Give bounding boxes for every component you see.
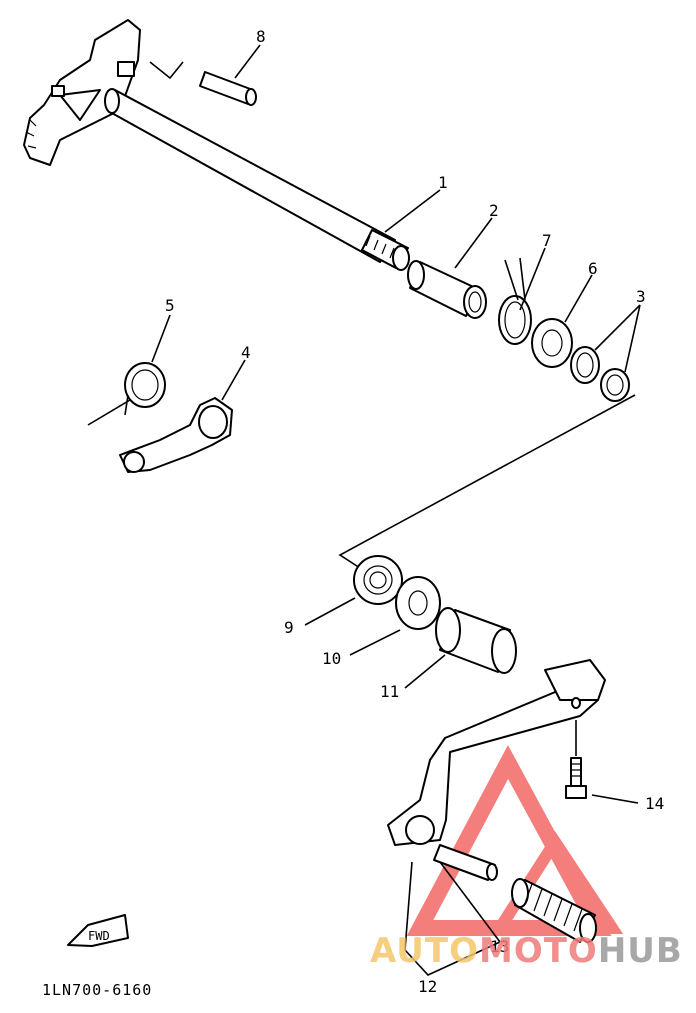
explode-line — [338, 394, 636, 569]
shift-pedal-part-12 — [387, 659, 606, 881]
spring-part-7 — [498, 257, 532, 345]
callout-12: 12 — [418, 977, 437, 996]
callout-1: 1 — [438, 173, 448, 192]
callout-8: 8 — [256, 27, 266, 46]
shift-shaft — [23, 19, 410, 271]
callout-10: 10 — [322, 649, 341, 668]
callout-labels: 1 2 3 4 5 6 7 8 9 10 11 12 13 14 — [165, 27, 664, 996]
circlip-part-3 — [570, 346, 630, 402]
watermark-text: AUTOMOTOHUB — [370, 931, 683, 971]
callout-7: 7 — [542, 231, 552, 250]
stopper-lever-part-4 — [119, 397, 233, 473]
callout-11: 11 — [380, 682, 399, 701]
pin-part-8 — [149, 61, 257, 106]
torsion-spring-part-5 — [87, 362, 166, 426]
bolt-part-14 — [565, 720, 587, 799]
callout-13: 13 — [490, 937, 509, 956]
collar-part-2 — [407, 260, 487, 319]
callout-14: 14 — [645, 794, 664, 813]
watermark-word-3: HUB — [598, 931, 683, 971]
forward-marker: FWD — [67, 914, 129, 947]
washer-part-10 — [395, 576, 441, 630]
part-code: 1LN700-6160 — [42, 981, 152, 999]
callout-9: 9 — [284, 618, 294, 637]
callout-4: 4 — [241, 343, 251, 362]
svg-text:AUTOMOTOHUB: AUTOMOTOHUB — [370, 931, 683, 971]
watermark-word-1: AUTO — [370, 931, 479, 971]
callout-5: 5 — [165, 296, 175, 315]
collar-part-11 — [435, 607, 517, 674]
callout-2: 2 — [489, 201, 499, 220]
callout-3: 3 — [636, 287, 646, 306]
forward-marker-label: FWD — [88, 929, 110, 943]
callout-6: 6 — [588, 259, 598, 278]
washer-part-6 — [531, 318, 573, 368]
leader-lines — [151, 44, 641, 976]
watermark-word-2: MOTO — [479, 931, 598, 971]
oil-seal-part-9 — [353, 555, 403, 605]
pedal-rubber-part-13 — [511, 878, 597, 943]
